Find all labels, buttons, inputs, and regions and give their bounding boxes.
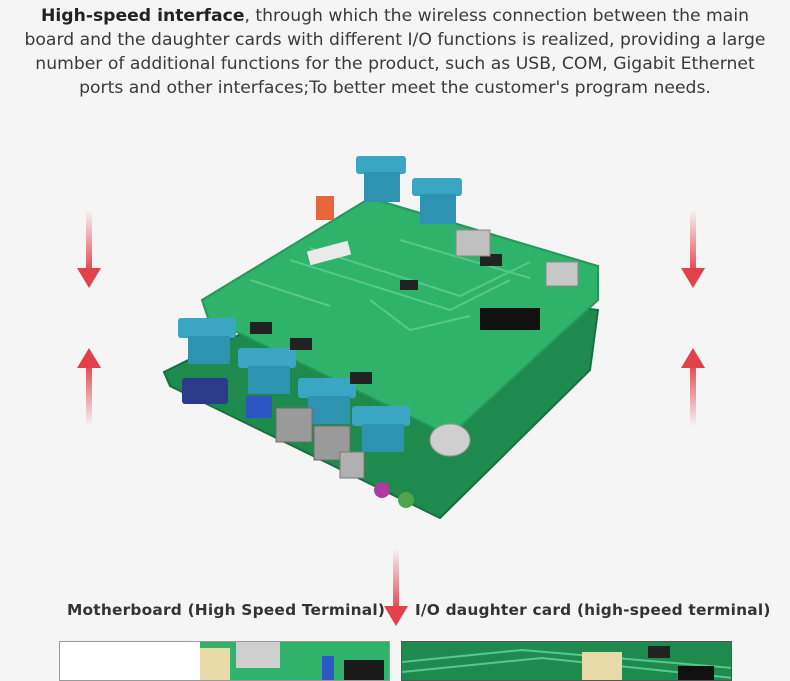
arrow-up-icon: [681, 348, 705, 426]
intro-text: , through which the wireless connection …: [24, 6, 766, 98]
arrow-down-icon: [681, 210, 705, 288]
motherboard-label: Motherboard (High Speed Terminal): [67, 601, 386, 619]
intro-bold-lead: High-speed interface: [41, 6, 245, 26]
arrow-down-icon: [384, 548, 408, 626]
intro-paragraph: High-speed interface, through which the …: [20, 4, 770, 100]
daughter-card-thumbnail: [401, 641, 732, 681]
arrow-down-icon: [77, 210, 101, 288]
arrow-up-icon: [77, 348, 101, 426]
stacked-board-illustration: [162, 156, 600, 520]
daughter-card-label: I/O daughter card (high-speed terminal): [415, 601, 771, 619]
daughter-card-closeup-image: [402, 646, 731, 680]
motherboard-closeup-image: [200, 642, 389, 680]
motherboard-thumbnail: [59, 641, 390, 681]
